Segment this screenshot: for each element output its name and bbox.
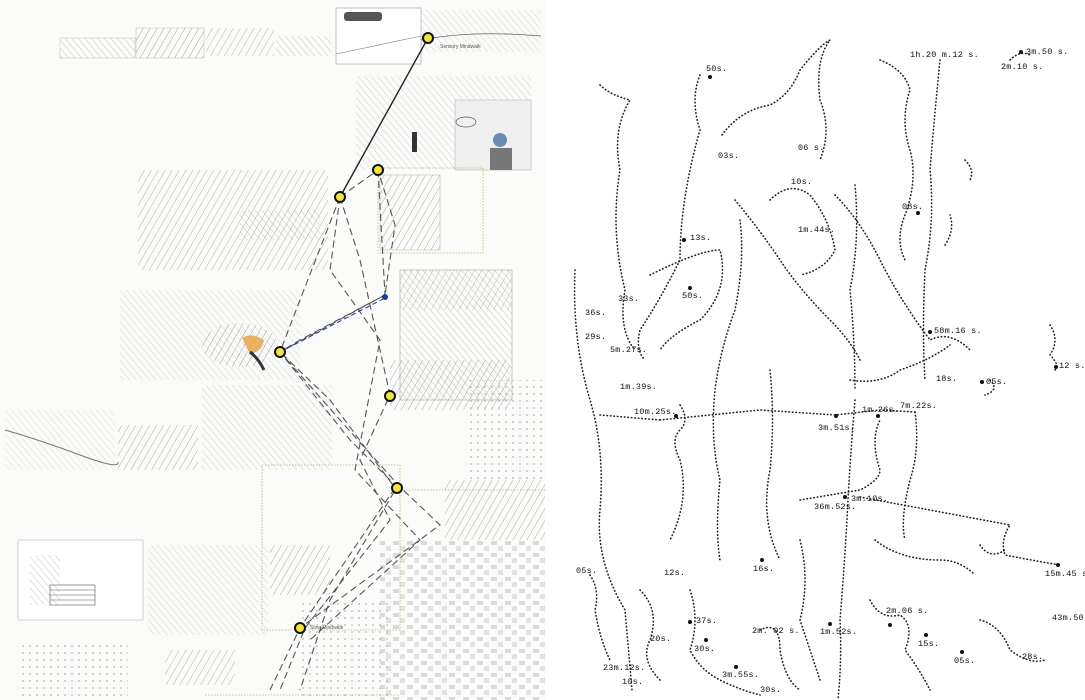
time-label: 1m.26s. [862,405,900,415]
time-label: 3m.10s. [851,494,889,504]
time-label: 3m.50 s. [1026,47,1069,57]
frame-lines [205,167,545,696]
time-marker [980,380,984,384]
time-label: 15s. [918,639,940,649]
dotted-trails [573,39,1061,700]
time-label: 30s. [694,644,716,654]
time-label: 1h.20 m.12 s. [910,50,979,60]
time-label: 3m.55s. [722,670,760,680]
time-label: 10m.25s. [634,407,677,417]
time-marker [928,330,932,334]
time-marker [708,75,712,79]
sketch-strip-top [59,7,542,65]
time-label: 2m.06 s. [886,606,929,616]
time-marker [843,495,847,499]
time-label: 29s. [585,332,607,342]
route-dashed-lines [269,169,441,691]
time-label: 16s. [753,564,775,574]
time-marker [688,620,692,624]
time-label: 18s. [936,374,958,384]
collage-drawing [4,7,545,700]
time-label: 2m. 02 s. [752,626,800,636]
route-solid-line [339,37,429,198]
time-marker [888,623,892,627]
end-stop-label: Slow Mindwalk [310,625,344,631]
time-marker [704,638,708,642]
time-label: 36m.52s. [814,502,857,512]
time-label: 1m.44s. [798,225,836,235]
sketch-row-3 [4,380,545,540]
time-marker [734,665,738,669]
time-label: 12s. [664,568,686,578]
time-label: 10s. [622,677,644,687]
time-marker [682,238,686,242]
time-label: 58m.16 s. [934,326,982,336]
time-marker [1054,365,1058,369]
time-label: 5m.27s. [610,345,648,355]
time-marker [876,414,880,418]
time-marker [834,414,838,418]
time-label: 08s. [902,202,924,212]
time-label: 3m.51s. [818,423,856,433]
time-marker [760,558,764,562]
time-label: 06 s. [798,143,825,153]
route-blue-line [279,297,386,353]
time-marker [1056,563,1060,567]
time-marker [1019,50,1023,54]
time-marker [916,211,920,215]
map-blocks [300,540,545,700]
sketch-row-bottom [17,539,330,696]
time-label: 33s. [618,294,640,304]
time-label: 50s. [682,291,704,301]
time-label: 1m.52s. [820,627,858,637]
time-label: 15m.45 s. [1045,569,1085,579]
time-label: 50s. [706,64,728,74]
time-label: 43m.50 [1052,613,1084,623]
time-label: 7m.22s. [900,401,938,411]
time-label: 10s. [791,177,813,187]
time-label: 12 s. [1059,361,1085,371]
time-marker [674,414,678,418]
time-label: 05s. [986,377,1008,387]
sketch-collage-panel: Sensory Mindwalk Slow Mindwalk [4,7,545,700]
time-label: 28s. [1022,652,1044,662]
route-stops [274,32,434,634]
time-label: 36s. [585,308,607,318]
time-label: 1m.39s. [620,382,658,392]
time-marker [924,633,928,637]
sketch-tree [120,290,300,380]
time-marker [828,622,832,626]
time-label: 30s. [760,685,782,695]
time-label: 05s. [954,656,976,666]
time-marker [960,650,964,654]
sketch-people [356,76,532,171]
time-label: 03s. [718,151,740,161]
dotted-trails-panel: 50s. 1h.20 m.12 s. 3m.50 s. 2m.10 s. 03s… [556,0,1085,700]
time-label: 37s. [696,616,718,626]
time-marker [688,286,692,290]
time-label: 2m.10 s. [1001,62,1044,72]
time-label: 13s. [690,233,712,243]
time-label: 23m.12s. [603,663,646,673]
start-stop-label: Sensory Mindwalk [440,44,481,50]
time-label: 20s. [650,634,672,644]
time-label: 05s. [576,566,598,576]
sketch-row-2 [138,170,513,410]
